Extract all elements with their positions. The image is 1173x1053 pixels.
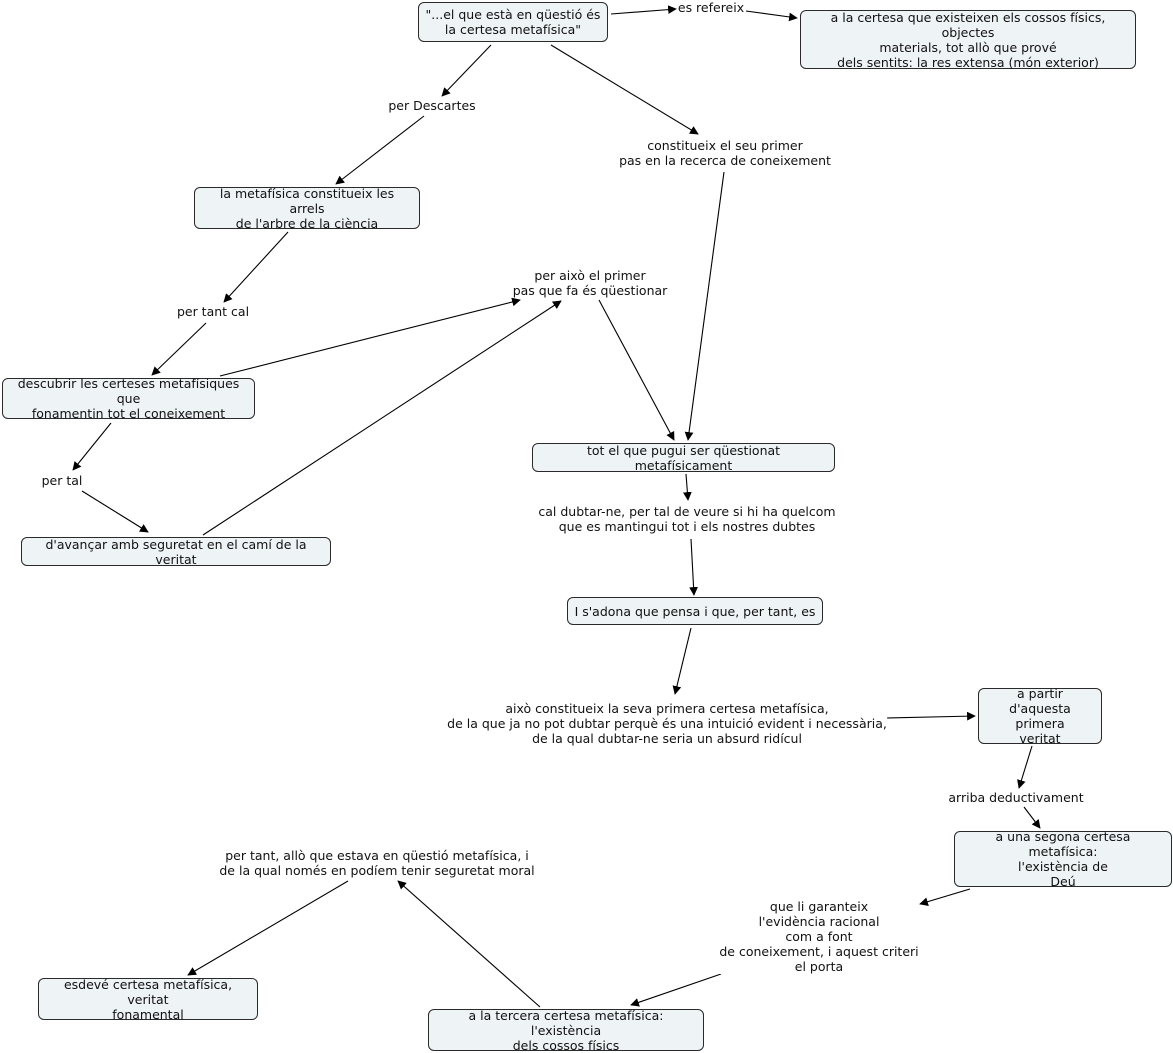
- edge-l10-c10: [630, 973, 722, 1007]
- link-per-aixo-questionar: per això el primer pas que fa és qüestio…: [512, 268, 668, 298]
- link-constitueix-primer-pas: constitueix el seu primer pas en la rece…: [619, 138, 831, 168]
- edge-c1-l3: [550, 44, 699, 135]
- edge-c7-l8: [672, 627, 692, 695]
- concept-thinks-therefore-is[interactable]: I s'adona que pensa i que, per tant, es: [567, 597, 823, 625]
- edge-l2-c3: [335, 115, 425, 185]
- link-garanteix-evidencia: que li garanteix l'evidència racional co…: [719, 899, 919, 974]
- concept-questioned-metaphysically[interactable]: tot el que pugui ser qüestionat metafísi…: [532, 443, 835, 473]
- concept-metaphysical-certainty[interactable]: "...el que està en qüestió és la certesa…: [418, 2, 608, 42]
- link-per-tant-cal: per tant cal: [176, 304, 250, 319]
- edge-l9-c9: [1023, 806, 1041, 829]
- concept-from-first-truth[interactable]: a partir d'aquesta primera veritat: [978, 686, 1102, 746]
- edge-c4-l5: [219, 297, 521, 377]
- edge-l7-c7: [689, 538, 698, 596]
- edge-l3-c6: [684, 171, 725, 441]
- concept-physical-bodies-certainty[interactable]: a la certesa que existeixen els cossos f…: [800, 10, 1136, 70]
- link-per-descartes: per Descartes: [388, 98, 476, 113]
- concept-third-certainty-bodies[interactable]: a la tercera certesa metafísica: l'exist…: [428, 1008, 704, 1053]
- edge-l8-c8: [884, 711, 976, 721]
- edge-l1-c2: [745, 10, 798, 22]
- edge-l5-c6: [598, 299, 675, 441]
- concept-fundamental-truth[interactable]: esdevé certesa metafísica, veritat fonam…: [38, 977, 258, 1022]
- edge-c8-l9: [1017, 745, 1033, 789]
- link-primera-certesa: això constitueix la seva primera certesa…: [447, 701, 887, 746]
- concept-discover-certainties[interactable]: descubrir les certeses metafísiques que …: [2, 376, 255, 421]
- edge-l11-c11: [187, 880, 349, 976]
- link-per-tant-questio: per tant, allò que estava en qüestió met…: [219, 848, 535, 878]
- link-arriba-deductivament: arriba deductivament: [948, 790, 1084, 805]
- edge-c6-l7: [683, 473, 692, 501]
- edge-l4-c4: [151, 322, 207, 376]
- concept-advance-safely[interactable]: d'avançar amb seguretat en el camí de la…: [21, 537, 331, 567]
- edge-c10-l11: [397, 880, 541, 1008]
- edge-c1-l2: [441, 44, 492, 97]
- link-cal-dubtar: cal dubtar-ne, per tal de veure si hi ha…: [538, 504, 836, 534]
- edge-c4-l6: [72, 422, 112, 471]
- link-per-tal: per tal: [41, 473, 83, 488]
- edge-c1-l1: [610, 5, 677, 15]
- concept-metaphysics-roots[interactable]: la metafísica constitueix les arrels de …: [194, 186, 420, 231]
- concept-second-certainty-god[interactable]: a una segona certesa metafísica: l'exist…: [954, 829, 1172, 889]
- edge-c3-l4: [223, 231, 289, 303]
- edge-l6-c5: [81, 490, 149, 533]
- link-es-refereix: es refereix: [677, 0, 745, 15]
- edge-c9-l10: [919, 888, 971, 906]
- edge-c5-l5: [202, 300, 562, 536]
